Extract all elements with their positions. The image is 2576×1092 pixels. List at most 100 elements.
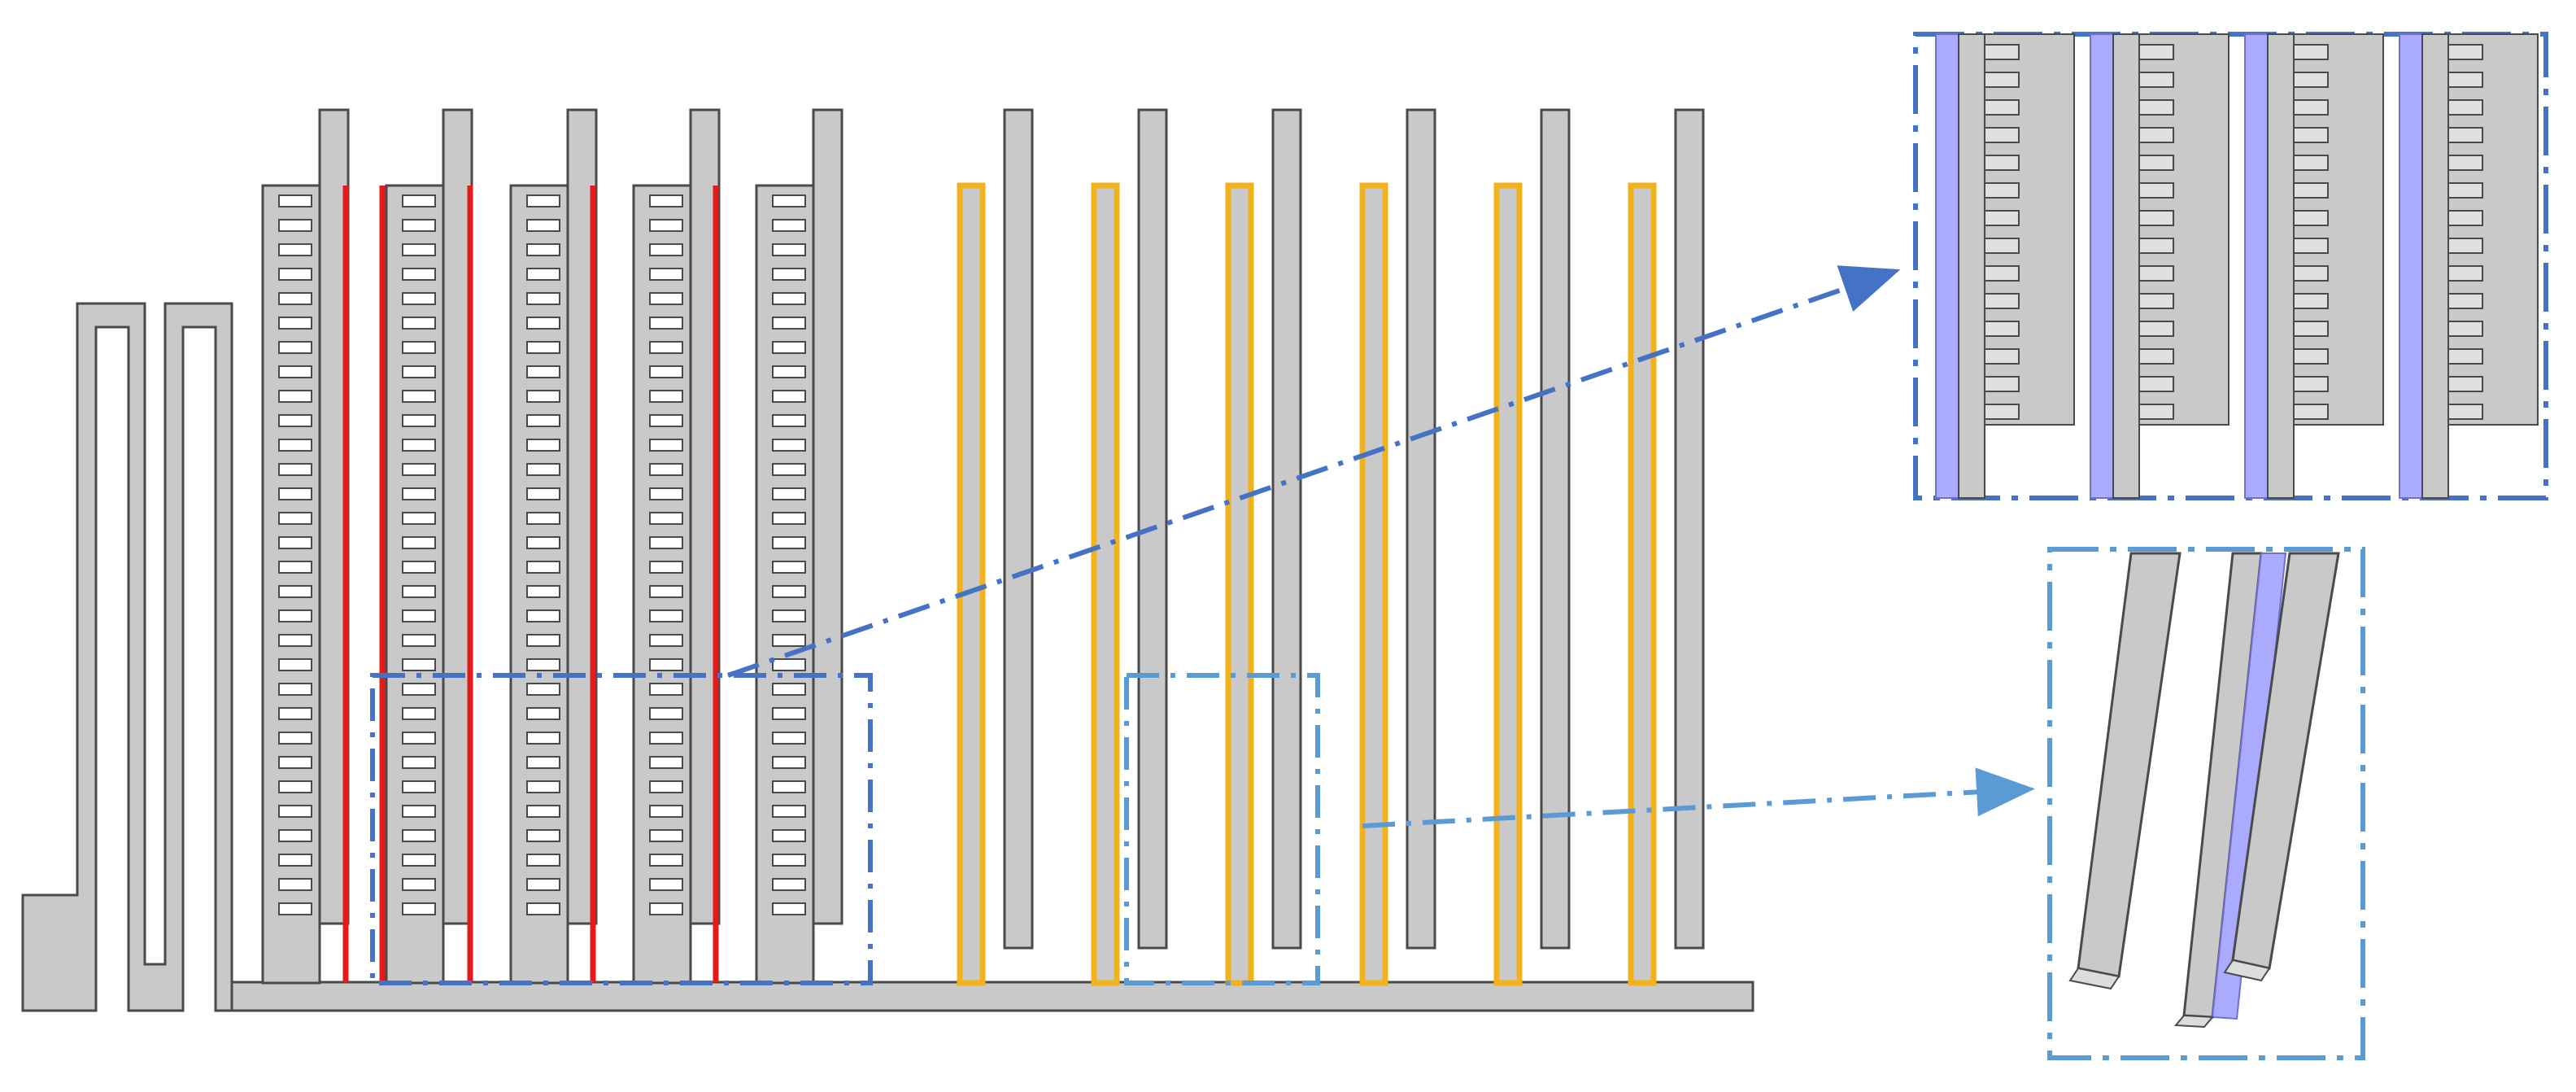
comb-drive-unit [467,108,598,985]
comb-tooth [526,317,560,330]
comb-tooth [772,756,806,769]
comb-3d-tooth [2138,348,2174,365]
comb-tooth [772,658,806,671]
comb-tooth [526,219,560,232]
comb-3d-tooth [2447,293,2483,309]
comb-tooth [526,487,560,500]
beam-3d-highlight [2211,553,2287,1020]
orange-electrode [1359,182,1388,986]
comb-tooth [772,878,806,891]
comb-tooth [772,854,806,867]
comb-tooth [772,243,806,256]
comb-backbone [442,108,473,925]
comb-3d-tooth [2293,404,2329,420]
comb-tooth [278,243,312,256]
comb-tooth [772,805,806,818]
orange-electrode [1091,182,1120,986]
comb-3d-tooth [1984,321,2020,337]
comb-tooth [772,219,806,232]
comb-tooth [526,805,560,818]
comb-3d-unit [2399,33,2539,499]
comb-tooth [772,268,806,281]
comb-3d-tooth [2138,293,2174,309]
comb-tooth [402,829,436,842]
comb-tooth [278,390,312,403]
electrode-highlight [2090,33,2114,499]
comb-tooth [649,732,683,745]
beam-zoom-box [1124,673,1320,985]
beam-3d-right-end [2223,959,2271,982]
comb-tooth [772,902,806,915]
comb-tooth [772,512,806,525]
comb-tooth [402,683,436,696]
comb-3d-tooth [1984,182,2020,199]
comb-3d-tooth [1984,404,2020,420]
comb-tooth [649,219,683,232]
comb-3d-tooth [2293,376,2329,392]
comb-tooth [649,634,683,647]
comb-tooth [649,439,683,452]
comb-3d-tooth [2293,265,2329,282]
comb-tooth [649,658,683,671]
beam-3d-inset [2047,547,2365,1060]
comb-tooth [772,732,806,745]
comb-3d-stem [2112,33,2140,499]
comb-3d-unit [1935,33,2075,499]
electrode-highlight [2399,33,2423,499]
comb-tooth [772,683,806,696]
comb-3d-tooth [2138,265,2174,282]
comb-3d-unit [2090,33,2229,499]
comb-3d-tooth [2293,99,2329,116]
comb-tooth [772,341,806,354]
comb-3d-tooth [2293,182,2329,199]
comb-3d-tooth [2447,182,2483,199]
comb-tooth [649,829,683,842]
comb-tooth [278,536,312,549]
orange-electrode [1493,182,1523,986]
comb-tooth [402,536,436,549]
comb-tooth [402,439,436,452]
comb-tooth [278,756,312,769]
comb-3d-tooth [2138,321,2174,337]
comb-3d-tooth [2447,127,2483,143]
comb-tooth [649,414,683,427]
comb-tooth [772,414,806,427]
cantilever-beam [1540,108,1571,950]
comb-tooth [526,390,560,403]
cantilever-beam [1271,108,1302,950]
comb-tooth [402,561,436,574]
beam-unit [1628,108,1705,986]
comb-3d-tooth [1984,348,2020,365]
beam-3d-middle-end [2173,1014,2215,1029]
comb-tooth [649,707,683,720]
comb-tooth [772,707,806,720]
orange-electrode [1225,182,1254,986]
comb-tooth [278,317,312,330]
comb-tooth [526,512,560,525]
comb-tooth [402,732,436,745]
comb-tooth [278,414,312,427]
comb-3d-tooth [2447,72,2483,88]
comb-tooth [772,365,806,378]
comb-tooth [526,365,560,378]
comb-tooth [649,854,683,867]
comb-tooth [402,292,436,305]
comb-tooth [772,292,806,305]
comb-3d-body [2447,33,2539,426]
electrode-highlight [1935,33,1959,499]
comb-3d-tooth [2138,210,2174,226]
comb-3d-body [1984,33,2075,426]
comb-tooth [402,219,436,232]
comb-tooth [772,536,806,549]
comb-tooth [402,780,436,793]
comb-tooth [402,805,436,818]
comb-tooth [649,292,683,305]
comb-tooth [278,487,312,500]
comb-tooth [402,585,436,598]
comb-tooth [772,561,806,574]
comb-tooth [649,585,683,598]
comb-3d-body [2293,33,2384,426]
comb-tooth [649,878,683,891]
comb-tooth [649,463,683,476]
